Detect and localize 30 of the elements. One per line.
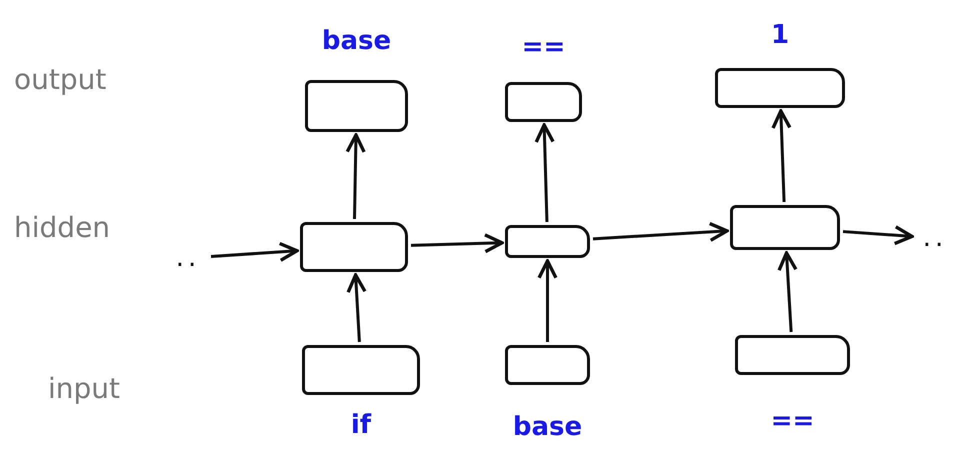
cell-box — [305, 80, 408, 132]
arrow — [537, 259, 558, 342]
arrow — [346, 133, 366, 220]
token-label: if — [350, 412, 372, 438]
arrow — [842, 225, 914, 246]
token-label: base — [512, 414, 584, 440]
cell-box — [505, 225, 590, 258]
cell-box — [302, 345, 420, 395]
token-label: base — [320, 28, 392, 54]
cell-box — [730, 205, 840, 250]
ellipsis-text: .. — [168, 246, 208, 270]
arrow — [777, 251, 798, 332]
arrow — [210, 242, 299, 262]
token-label: 1 — [770, 22, 790, 48]
cell-box — [715, 68, 845, 108]
cell-box — [505, 345, 590, 385]
arrow — [410, 233, 504, 254]
arrow — [592, 222, 729, 242]
cell-box — [505, 82, 582, 122]
row-label: input — [48, 375, 120, 403]
arrow — [346, 273, 367, 342]
cell-box — [735, 335, 850, 375]
token-label: == — [770, 408, 816, 434]
row-label: hidden — [14, 214, 110, 242]
ellipsis-text: .. — [915, 226, 955, 250]
arrow — [534, 123, 555, 222]
cell-box — [300, 222, 408, 272]
token-label: == — [520, 34, 566, 60]
row-label: output — [14, 66, 106, 94]
arrow — [771, 109, 792, 202]
